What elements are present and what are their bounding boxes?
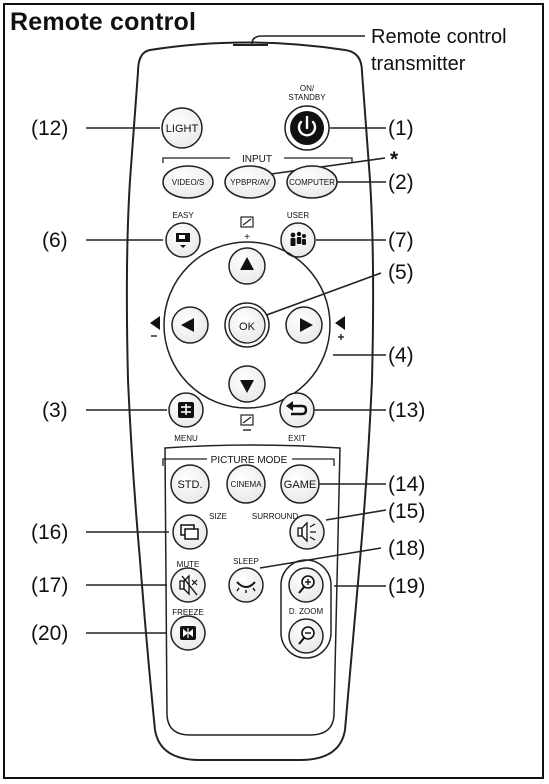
- size-button[interactable]: [172, 514, 208, 550]
- return-arrow-icon: [286, 401, 308, 416]
- down-button[interactable]: [228, 365, 266, 403]
- figure-frame: [3, 3, 544, 779]
- callout-4: (4): [388, 344, 414, 367]
- on-standby-label-2: STANDBY: [288, 93, 326, 102]
- asterisk: *: [390, 148, 399, 171]
- mute-speaker-icon: [179, 574, 198, 596]
- line-asterisk: [263, 157, 386, 176]
- zoom-in-icon: [298, 575, 315, 594]
- ypbpr-av-label: YPBPR/AV: [230, 178, 270, 187]
- callout-14: (14): [388, 473, 425, 496]
- power-icon: [297, 115, 317, 137]
- zoom-out-icon: [298, 626, 315, 645]
- keystone-icon: +: [240, 216, 254, 243]
- d-zoom-group: D. ZOOM: [280, 559, 332, 659]
- menu-button[interactable]: [168, 392, 204, 428]
- on-standby-label-1: ON/: [300, 84, 315, 93]
- callout-18: (18): [388, 537, 425, 560]
- lower-panel: [164, 444, 341, 736]
- callout-7: (7): [388, 229, 414, 252]
- volume-icon: [150, 316, 345, 340]
- picture-mode-label: PICTURE MODE: [211, 455, 288, 466]
- menu-icon: [178, 402, 194, 418]
- surround-button[interactable]: [289, 514, 325, 550]
- transmitter-label-line1: Remote control: [371, 26, 507, 48]
- computer-button[interactable]: COMPUTER: [286, 165, 338, 199]
- game-label: GAME: [284, 479, 316, 491]
- line-5: [252, 272, 382, 321]
- callout-20: (20): [31, 622, 68, 645]
- size-label: SIZE: [209, 512, 227, 521]
- keystone-minus-icon: [240, 414, 254, 431]
- input-group-label: INPUT: [242, 154, 272, 165]
- callout-17: (17): [31, 574, 68, 597]
- callout-15: (15): [388, 500, 425, 523]
- std-button[interactable]: STD.: [170, 464, 210, 504]
- callout-12: (12): [31, 117, 68, 140]
- easy-label: EASY: [172, 211, 194, 220]
- video-s-label: VIDEO/S: [172, 178, 204, 187]
- right-button[interactable]: [285, 306, 323, 344]
- line-18: [259, 547, 382, 569]
- svg-text:+: +: [244, 232, 250, 243]
- menu-label: MENU: [174, 434, 198, 443]
- ok-label: OK: [239, 321, 256, 333]
- mute-label: MUTE: [177, 560, 200, 569]
- input-bracket: [162, 157, 353, 163]
- sleep-eye-icon: [236, 581, 256, 593]
- mute-button[interactable]: [170, 567, 206, 603]
- user-people-icon: [290, 231, 306, 246]
- callout-2: (2): [388, 171, 414, 194]
- callout-13: (13): [388, 399, 425, 422]
- freeze-label: FREEZE: [172, 608, 204, 617]
- callout-1: (1): [388, 117, 414, 140]
- power-button[interactable]: [284, 105, 330, 151]
- cinema-button[interactable]: CINEMA: [226, 464, 266, 504]
- callout-lines: [86, 35, 387, 634]
- video-s-button[interactable]: VIDEO/S: [162, 165, 214, 199]
- surround-label: SURROUND: [252, 512, 298, 521]
- ok-button[interactable]: OK: [224, 302, 270, 348]
- user-label: USER: [287, 211, 309, 220]
- callout-16: (16): [31, 521, 68, 544]
- callout-5: (5): [388, 261, 414, 284]
- callout-6: (6): [42, 229, 68, 252]
- zoom-in-button[interactable]: [288, 567, 324, 603]
- speaker-surround-icon: [297, 521, 316, 543]
- transmitter-label-line2: transmitter: [371, 53, 466, 75]
- sleep-button[interactable]: [228, 567, 264, 603]
- remote-body: [125, 41, 375, 761]
- light-button-label: LIGHT: [166, 123, 199, 135]
- easy-screen-icon: [176, 233, 190, 248]
- freeze-button[interactable]: [170, 615, 206, 651]
- dpad-ring: [163, 241, 331, 409]
- computer-label: COMPUTER: [289, 178, 335, 187]
- light-button[interactable]: LIGHT: [161, 107, 203, 149]
- d-zoom-label: D. ZOOM: [289, 607, 324, 616]
- line-transmitter: [251, 35, 365, 45]
- callout-19: (19): [388, 575, 425, 598]
- figure-title: Remote control: [10, 8, 197, 36]
- up-button[interactable]: [228, 247, 266, 285]
- exit-label: EXIT: [288, 434, 306, 443]
- user-button[interactable]: [280, 222, 316, 258]
- picture-mode-bracket: [162, 458, 335, 466]
- zoom-out-button[interactable]: [288, 618, 324, 654]
- exit-button[interactable]: [279, 392, 315, 428]
- size-icon: [180, 524, 199, 540]
- left-button[interactable]: [171, 306, 209, 344]
- cinema-label: CINEMA: [230, 480, 262, 489]
- std-label: STD.: [177, 479, 202, 491]
- game-button[interactable]: GAME: [280, 464, 320, 504]
- ypbpr-av-button[interactable]: YPBPR/AV: [224, 165, 276, 199]
- freeze-icon: [180, 626, 196, 640]
- easy-button[interactable]: [165, 222, 201, 258]
- callout-3: (3): [42, 399, 68, 422]
- line-15: [325, 509, 387, 521]
- sleep-label: SLEEP: [233, 557, 259, 566]
